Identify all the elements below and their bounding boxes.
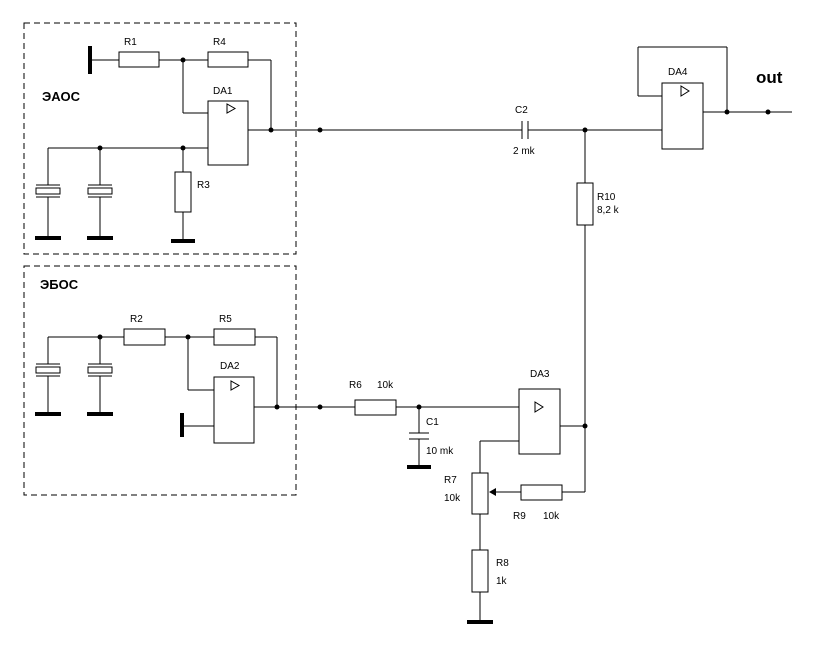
resistor-r9 [520,484,563,501]
da1-label: DA1 [213,86,233,97]
crystal-2 [87,187,113,195]
output-stage [320,46,792,624]
output-terminal [765,109,771,115]
ebos-frame [23,265,297,496]
r7-value: 10k [444,493,461,504]
r6-value: 10k [377,380,394,391]
r9-label: R9 [513,511,526,522]
c1-label: C1 [426,417,439,428]
opamp-da3 [518,388,561,455]
eaos-label: ЭАОС [42,89,81,104]
resistor-r8 [471,549,489,593]
resistor-r5 [213,328,256,346]
da2-label: DA2 [220,361,240,372]
crystal-4 [87,366,113,374]
r7-label: R7 [444,475,457,486]
resistor-r6 [354,399,397,416]
opamp-da1 [207,100,249,166]
resistor-r4 [207,51,249,68]
r1-label: R1 [124,37,137,48]
r6-label: R6 [349,380,362,391]
r3-label: R3 [197,180,210,191]
da4-label: DA4 [668,67,688,78]
r10-value: 8,2 k [597,205,620,216]
r5-label: R5 [219,314,232,325]
resistor-r2 [123,328,166,346]
resistor-r10 [576,182,594,226]
ebos-label: ЭБОС [40,277,79,292]
resistor-r1 [118,51,160,68]
da3-label: DA3 [530,369,550,380]
c2-label: C2 [515,105,528,116]
potentiometer-r7 [471,472,489,515]
opamp-da4 [661,82,704,150]
r9-value: 10k [543,511,560,522]
r2-label: R2 [130,314,143,325]
resistor-r3 [174,171,192,213]
crystal-3 [35,366,61,374]
opamp-da2 [213,376,255,444]
c2-value: 2 mk [513,146,536,157]
eaos-frame [23,22,297,255]
r8-value: 1k [496,576,508,587]
eaos-block [35,46,323,243]
c1-value: 10 mk [426,446,454,457]
r4-label: R4 [213,37,226,48]
output-label: out [756,68,783,87]
r8-label: R8 [496,558,509,569]
r10-label: R10 [597,192,616,203]
crystal-1 [35,187,61,195]
ebos-block [35,328,355,444]
